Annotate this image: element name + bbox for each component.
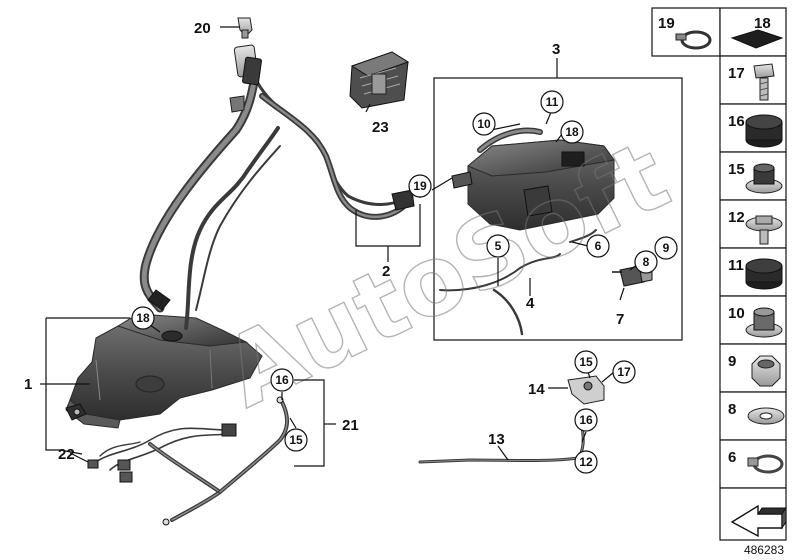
svg-text:18: 18: [754, 15, 771, 32]
svg-text:19: 19: [658, 15, 675, 32]
svg-text:15: 15: [728, 161, 745, 178]
svg-text:16: 16: [275, 373, 289, 387]
filler-neck-hoses: [139, 44, 415, 330]
svg-text:9: 9: [663, 241, 670, 255]
leader-lines: [40, 26, 639, 467]
callout-11: 11: [540, 90, 564, 114]
svg-text:10: 10: [728, 305, 745, 322]
callout-6: 6: [586, 234, 610, 258]
callout-9: 9: [654, 236, 678, 260]
callout-14: 14: [528, 381, 545, 398]
svg-text:9: 9: [728, 353, 736, 370]
svg-text:11: 11: [546, 95, 559, 109]
sidebar-cell-17: [719, 55, 787, 105]
parts-sidebar: 19 18 17 16 15 12: [651, 7, 787, 557]
callout-3: 3: [552, 41, 560, 58]
svg-text:12: 12: [579, 455, 593, 469]
rubber-mount-icon: [745, 114, 783, 148]
washer-icon: [747, 407, 785, 425]
svg-text:11: 11: [728, 257, 744, 274]
flange-screw-icon: [745, 215, 783, 245]
svg-text:8: 8: [643, 255, 650, 269]
svg-text:12: 12: [728, 209, 745, 226]
svg-text:18: 18: [136, 311, 150, 325]
bolt-icon: [753, 63, 775, 101]
hex-nut-icon: [751, 355, 781, 387]
tank-strap-21: [148, 396, 289, 526]
group-box-3: [433, 77, 683, 341]
spacer-sleeve-icon: [745, 307, 783, 338]
callout-15a: 15: [284, 428, 308, 452]
clamp-icon: [747, 454, 784, 474]
svg-text:8: 8: [728, 401, 736, 418]
callout-15b: 15: [574, 350, 598, 374]
callout-23: 23: [372, 119, 389, 136]
svg-text:6: 6: [595, 239, 602, 253]
grommet-icon: [745, 163, 783, 194]
svg-text:16: 16: [579, 413, 593, 427]
hose-clamp-icon: [675, 30, 712, 50]
callout-19: 19: [408, 174, 432, 198]
svg-text:5: 5: [495, 239, 502, 253]
svg-text:17: 17: [728, 65, 745, 82]
svg-text:15: 15: [289, 433, 303, 447]
callout-13: 13: [488, 431, 505, 448]
callout-12: 12: [574, 450, 598, 474]
callout-18a: 18: [131, 306, 155, 330]
callout-17: 17: [612, 360, 636, 384]
fuel-tank-main: [65, 313, 263, 429]
callout-20: 20: [194, 20, 211, 37]
control-unit-23: [349, 51, 410, 109]
callout-18b: 18: [560, 120, 584, 144]
svg-text:10: 10: [477, 117, 491, 131]
valve-20: [237, 17, 253, 39]
callout-21: 21: [342, 417, 359, 434]
svg-text:15: 15: [579, 355, 593, 369]
svg-text:16: 16: [728, 113, 745, 130]
callout-4: 4: [526, 295, 535, 312]
callout-1: 1: [24, 376, 32, 393]
callout-16a: 16: [270, 368, 294, 392]
reference-number: 486283: [744, 543, 784, 557]
wiring-harness-22: [87, 423, 237, 483]
callout-2: 2: [382, 263, 390, 280]
svg-text:18: 18: [565, 125, 579, 139]
callout-5: 5: [486, 234, 510, 258]
callout-7: 7: [616, 311, 624, 328]
callout-22: 22: [58, 446, 75, 463]
svg-text:19: 19: [413, 179, 427, 193]
callout-8: 8: [634, 250, 658, 274]
callout-10: 10: [472, 112, 496, 136]
callout-16b: 16: [574, 408, 598, 432]
callout-labels: 20 1 22 2 3 4 7 23 21 14 13 18 19 11 10 …: [24, 20, 678, 474]
navigation-arrow-icon: [730, 504, 787, 538]
bracket-14: [567, 375, 605, 405]
svg-text:6: 6: [728, 449, 736, 466]
rubber-bushing-icon: [745, 258, 783, 290]
pad-icon: [730, 29, 784, 49]
svg-text:17: 17: [617, 365, 631, 379]
